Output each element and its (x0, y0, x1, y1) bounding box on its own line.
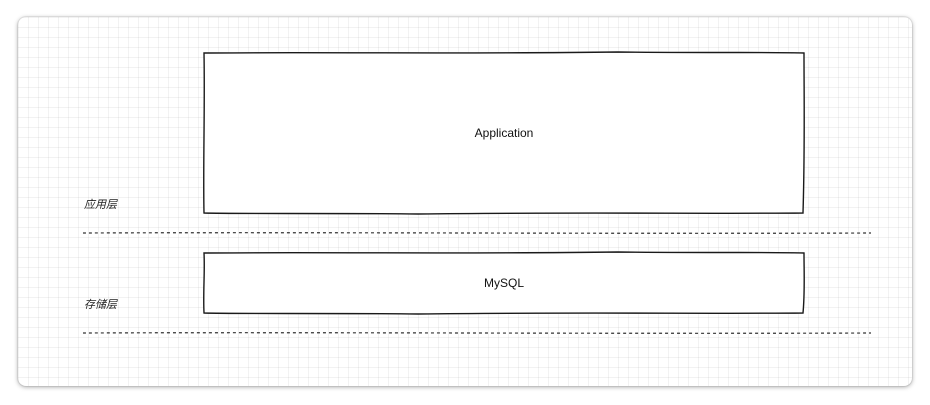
mysql-box[interactable] (203, 251, 805, 315)
application-box[interactable] (203, 51, 805, 215)
storage-layer-label: 存储层 (84, 298, 117, 311)
mysql-box-label: MySQL (483, 276, 524, 290)
diagram-shapes (82, 51, 872, 334)
application-layer-label: 应用层 (84, 198, 117, 211)
diagram-canvas: Application MySQL 应用层 存储层 (18, 17, 912, 386)
layer-separator-top (82, 232, 872, 234)
application-box-label: Application (474, 126, 534, 140)
layer-separator-bottom (82, 332, 872, 334)
